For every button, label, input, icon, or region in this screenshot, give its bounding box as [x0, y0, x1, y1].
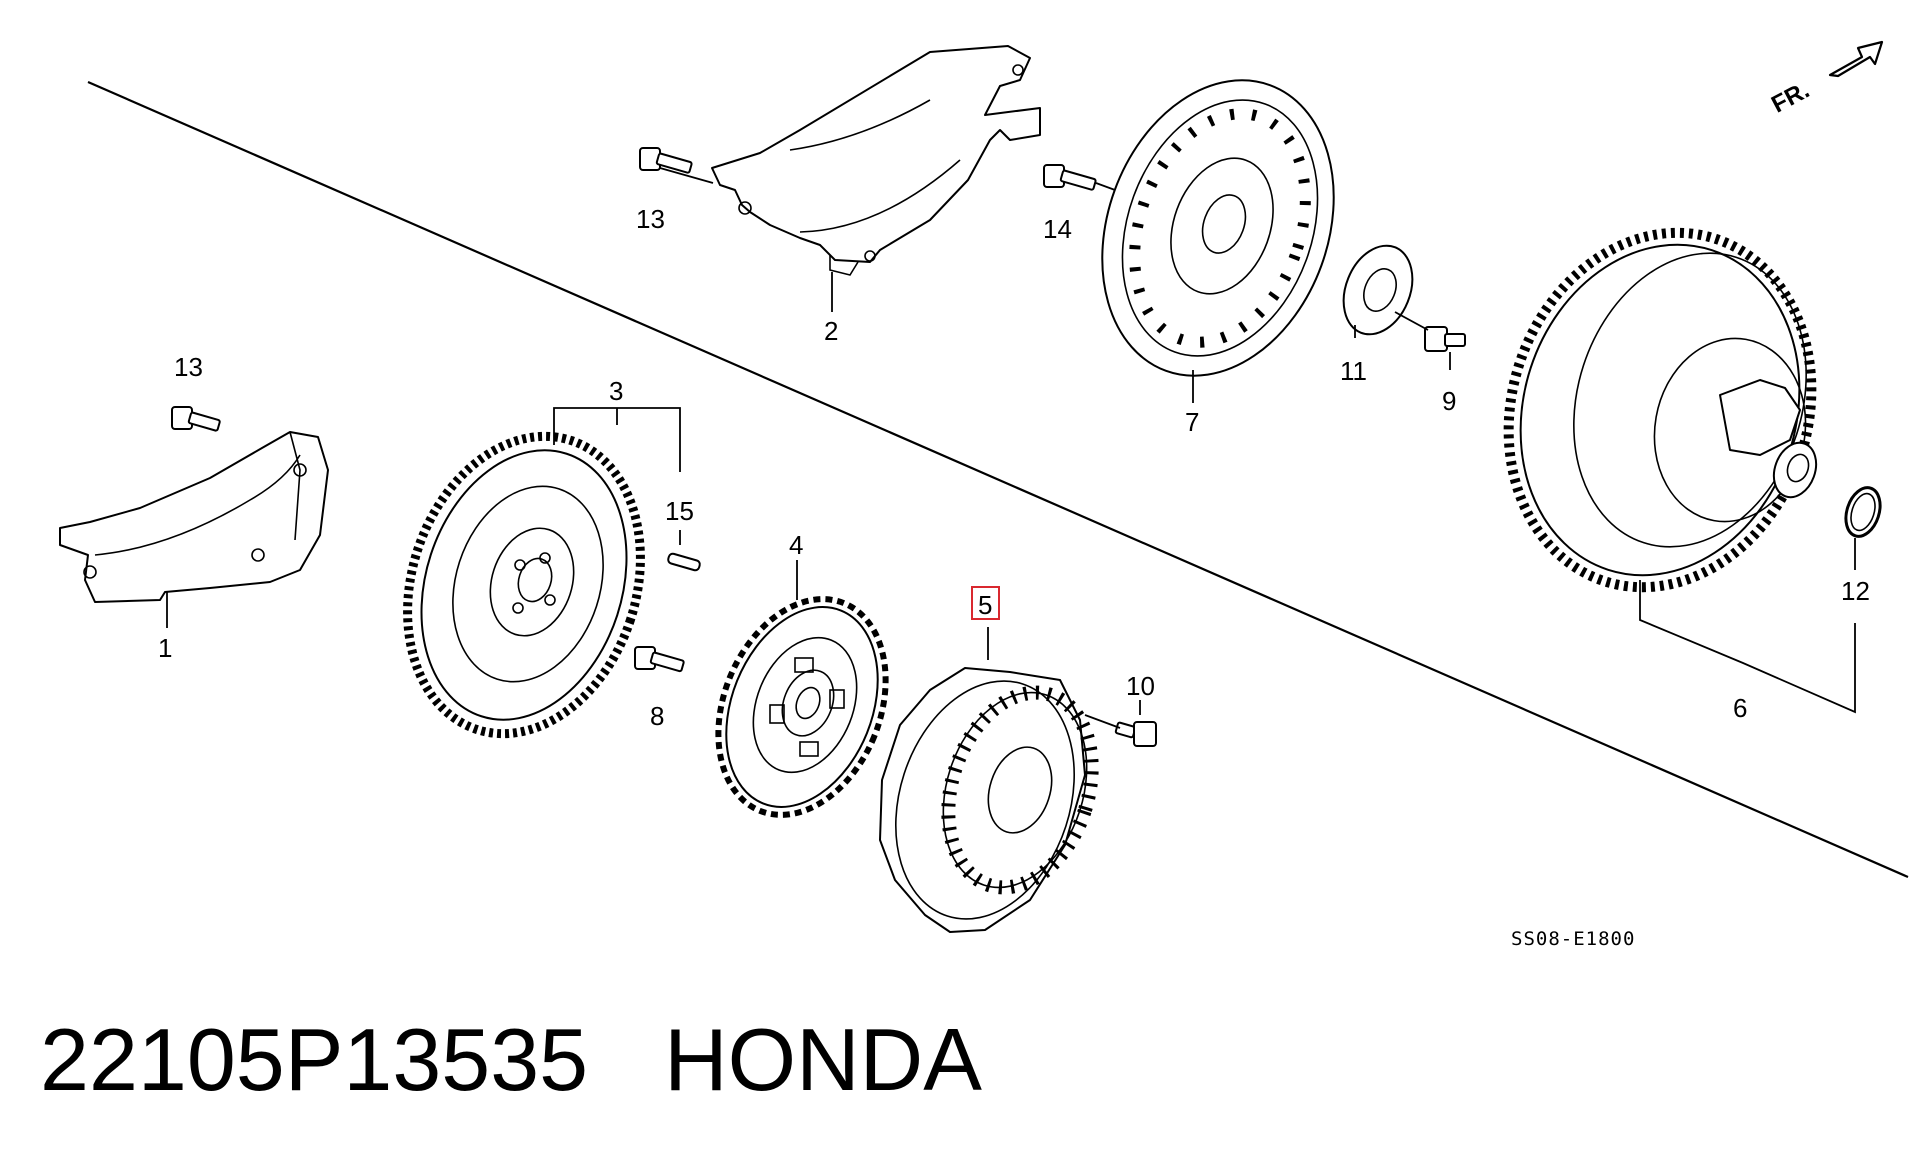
separator-line — [87, 80, 1909, 879]
callout-12[interactable]: 12 — [1841, 576, 1870, 606]
callout-8[interactable]: 8 — [650, 701, 664, 731]
part-4-clutch-disc[interactable] — [688, 574, 917, 840]
part-5-pressure-plate[interactable] — [866, 658, 1115, 943]
callout-13-upper[interactable]: 13 — [636, 204, 665, 234]
part-7-drive-plate[interactable] — [1063, 48, 1374, 409]
part-13-bolt-lower[interactable] — [171, 406, 221, 432]
part-3-flywheel[interactable] — [371, 406, 678, 764]
part-15-dowel-pin[interactable] — [667, 552, 701, 572]
callout-5[interactable]: 5 — [978, 590, 992, 620]
callout-2[interactable]: 2 — [824, 316, 838, 346]
callout-5-highlight — [971, 586, 1000, 620]
callout-13-lower[interactable]: 13 — [174, 352, 203, 382]
callout-11[interactable]: 11 — [1340, 356, 1367, 386]
part-number: 22105P13535 — [40, 1010, 589, 1109]
diagram-code: SS08-E1800 — [1511, 928, 1635, 950]
front-arrow-icon — [1828, 40, 1884, 78]
exploded-parts-diagram: FR. — [59, 40, 1909, 950]
callout-7[interactable]: 7 — [1185, 407, 1199, 437]
callout-1[interactable]: 1 — [158, 633, 172, 663]
part-14-bolt[interactable] — [1043, 164, 1097, 191]
part-12-o-ring[interactable] — [1840, 483, 1886, 540]
callout-15[interactable]: 15 — [665, 496, 694, 526]
callout-4[interactable]: 4 — [789, 530, 803, 560]
part-10-bolt[interactable] — [1114, 721, 1157, 747]
part-9-bolt[interactable] — [1424, 326, 1466, 352]
callout-14[interactable]: 14 — [1043, 214, 1072, 244]
callout-6[interactable]: 6 — [1733, 693, 1747, 723]
part-8-bolt[interactable] — [634, 646, 685, 673]
callout-3[interactable]: 3 — [609, 376, 623, 406]
part-6-torque-converter[interactable] — [1464, 193, 1857, 627]
part-1-lower-cover[interactable] — [59, 431, 329, 603]
direction-label: FR. — [1767, 77, 1814, 119]
callout-10[interactable]: 10 — [1126, 671, 1155, 701]
leader-lines — [166, 167, 1856, 729]
part-2-upper-cover[interactable] — [711, 45, 1041, 276]
callout-9[interactable]: 9 — [1442, 386, 1456, 416]
part-11-plate[interactable] — [1331, 235, 1425, 344]
front-direction-indicator: FR. — [1767, 40, 1884, 119]
brand-name: HONDA — [664, 1010, 982, 1109]
part-13-bolt-upper[interactable] — [639, 147, 693, 174]
part-caption: 22105P13535 HONDA — [40, 1005, 982, 1115]
